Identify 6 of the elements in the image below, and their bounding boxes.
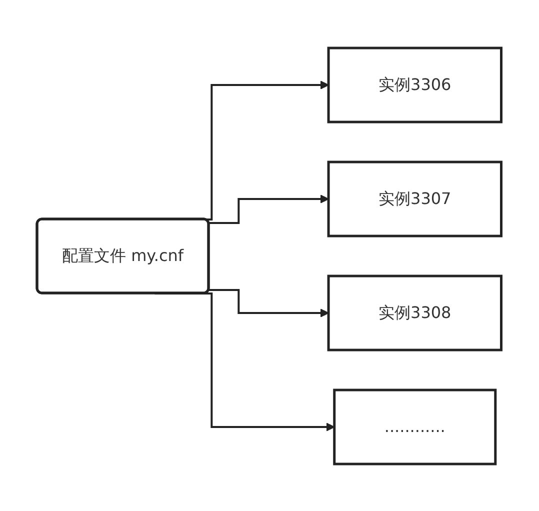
arrow — [209, 194, 330, 224]
node-box: ............ — [333, 388, 498, 465]
node-box: 实例3306 — [328, 46, 503, 123]
node-box: 实例3308 — [328, 274, 503, 351]
node-box: 实例3307 — [328, 160, 503, 237]
arrow — [209, 288, 330, 317]
